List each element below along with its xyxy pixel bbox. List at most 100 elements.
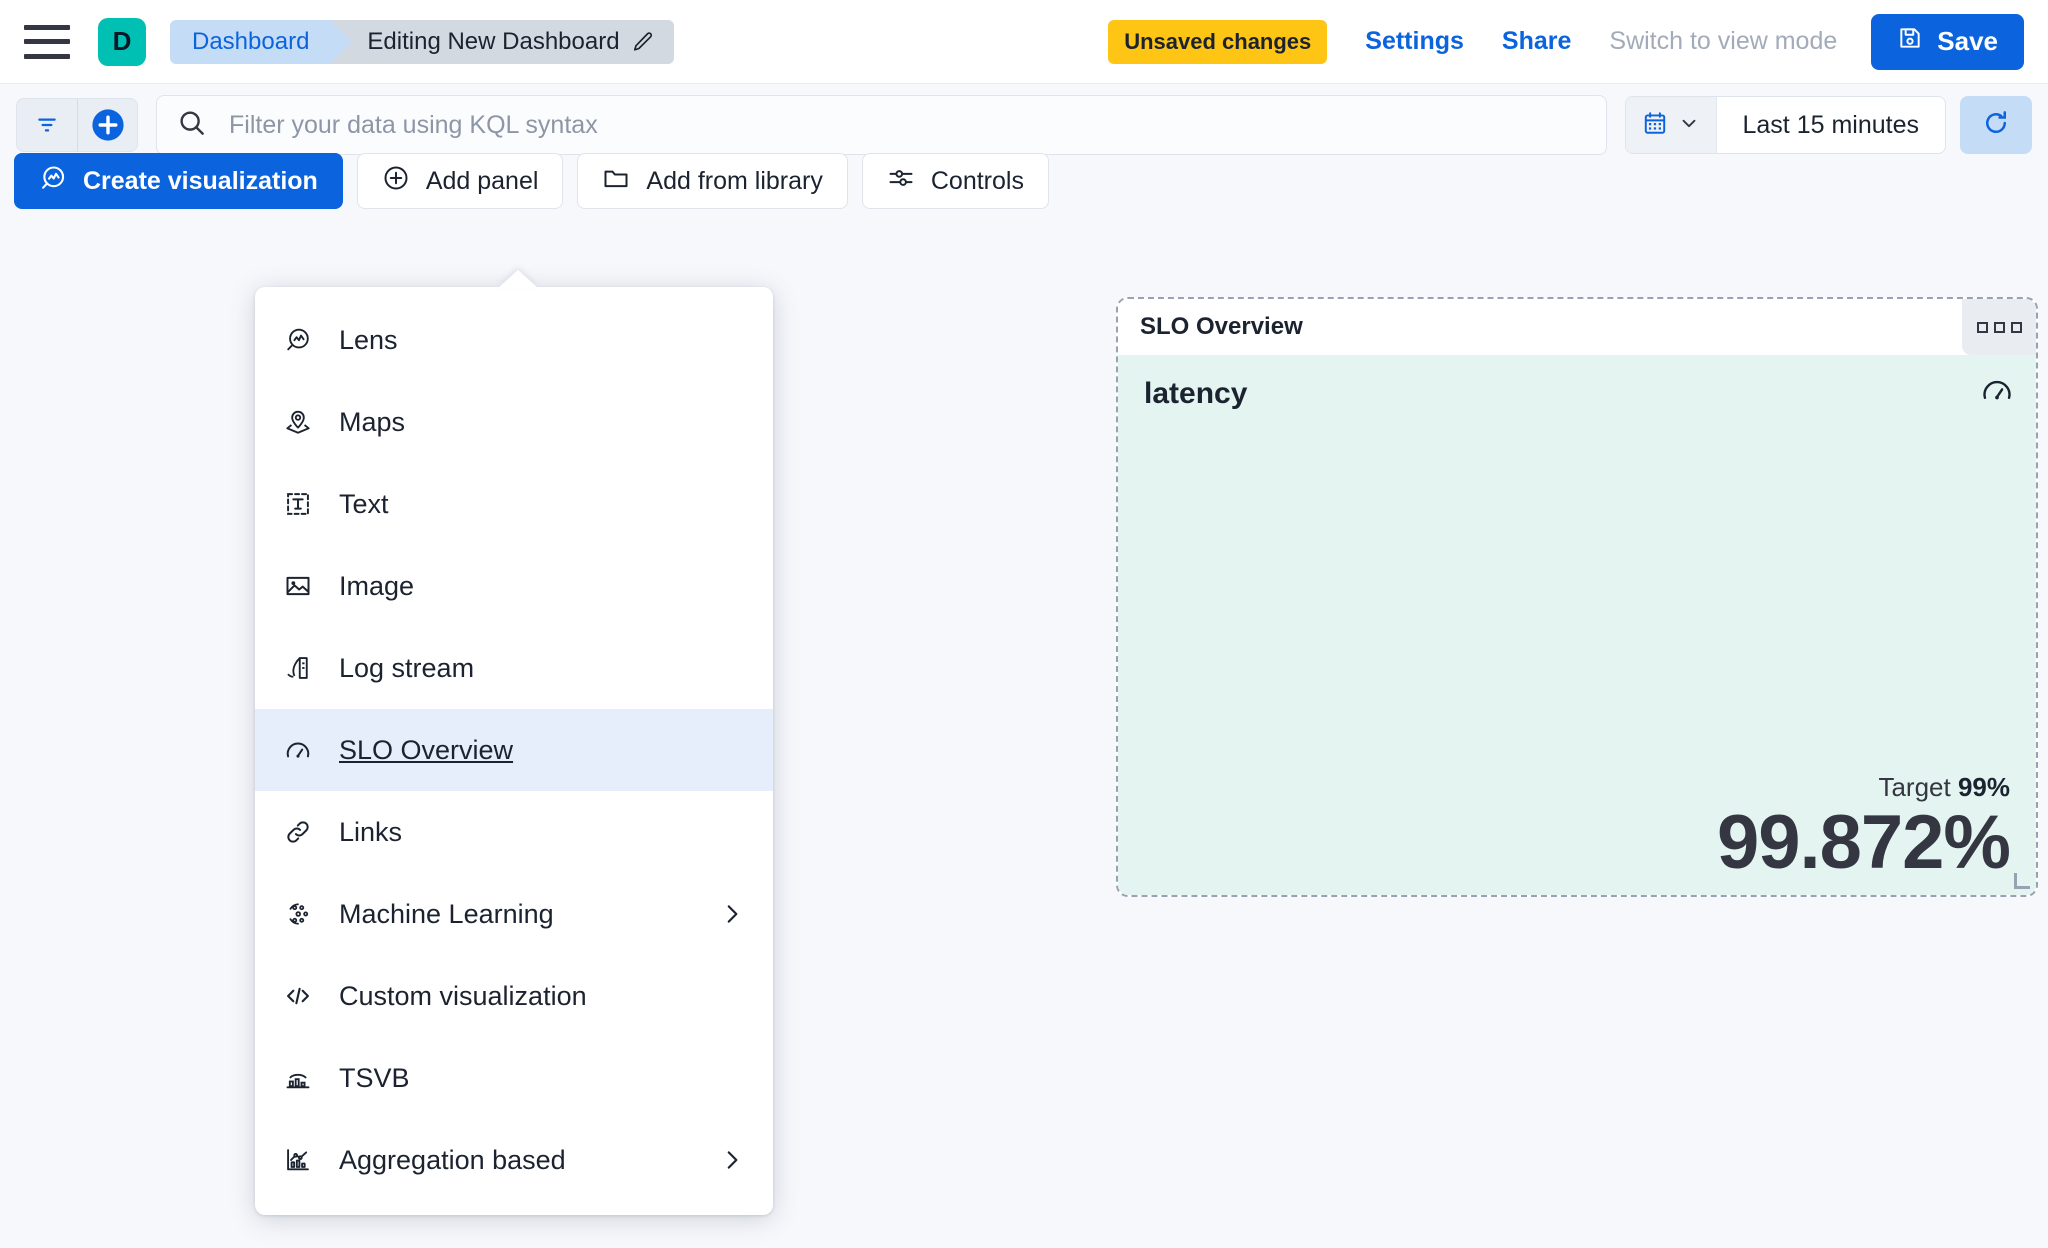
resize-handle-icon[interactable] <box>2014 873 2030 889</box>
menu-dot <box>2010 321 2022 333</box>
hamburger-icon[interactable] <box>24 24 70 59</box>
switch-to-view-mode-link[interactable]: Switch to view mode <box>1609 27 1838 55</box>
hamburger-bar <box>24 24 70 30</box>
share-link[interactable]: Share <box>1501 27 1572 55</box>
map-marker-layers-icon <box>283 407 313 437</box>
menu-item-log-stream[interactable]: Log stream <box>255 627 773 709</box>
menu-caret <box>498 270 538 288</box>
menu-item-label: SLO Overview <box>339 734 514 765</box>
menu-dot <box>1993 321 2005 333</box>
menu-item-label: Machine Learning <box>339 898 554 929</box>
refresh-button[interactable] <box>1960 96 2032 154</box>
breadcrumb: Dashboard Editing New Dashboard <box>170 19 674 64</box>
save-disk-icon <box>1897 25 1923 58</box>
add-from-library-label: Add from library <box>646 166 823 195</box>
breadcrumb-current[interactable]: Editing New Dashboard <box>331 19 674 64</box>
code-icon <box>283 981 313 1011</box>
slo-target-label: Target <box>1878 772 1951 802</box>
text-box-icon <box>283 489 313 519</box>
panel-context-menu-icon[interactable] <box>1962 299 2036 355</box>
settings-link[interactable]: Settings <box>1365 27 1464 55</box>
add-panel-label: Add panel <box>425 166 539 195</box>
slo-overview-panel[interactable]: SLO Overview latency Target 99% 99.872% <box>1116 297 2038 897</box>
save-button-label: Save <box>1937 26 1998 56</box>
add-filter-button[interactable] <box>77 99 137 151</box>
gauge-icon <box>283 735 313 765</box>
unsaved-changes-badge[interactable]: Unsaved changes <box>1108 19 1328 64</box>
menu-item-label: Maps <box>339 406 406 437</box>
menu-item-image[interactable]: Image <box>255 545 773 627</box>
filter-button-group <box>16 98 138 152</box>
aggregation-chart-icon <box>283 1145 313 1175</box>
breadcrumb-current-label: Editing New Dashboard <box>367 27 620 55</box>
time-range-display[interactable]: Last 15 minutes <box>1742 110 1920 139</box>
menu-item-machine-learning[interactable]: Machine Learning <box>255 873 773 955</box>
menu-item-links[interactable]: Links <box>255 791 773 873</box>
slo-stats: Target 99% 99.872% <box>1716 772 2011 885</box>
pencil-icon[interactable] <box>632 31 654 53</box>
refresh-icon <box>1981 108 2011 143</box>
menu-dot <box>1976 321 1988 333</box>
image-icon <box>283 571 313 601</box>
sliders-icon <box>887 164 915 199</box>
query-bar: Last 15 minutes <box>0 85 2048 165</box>
add-panel-menu: Lens Maps Text <box>255 270 773 1215</box>
machine-learning-icon <box>283 899 313 929</box>
plus-circle-icon <box>382 164 410 199</box>
menu-item-text[interactable]: Text <box>255 463 773 545</box>
menu-item-label: Log stream <box>339 652 475 683</box>
chevron-right-icon <box>719 901 745 927</box>
gauge-icon <box>1980 373 2014 412</box>
menu-item-lens[interactable]: Lens <box>255 299 773 381</box>
chevron-down-icon <box>1678 112 1700 139</box>
chevron-right-icon <box>719 1147 745 1173</box>
menu-item-label: Image <box>339 570 415 601</box>
lens-icon <box>283 325 313 355</box>
panel-header: SLO Overview <box>1118 299 2036 355</box>
app-badge-letter: D <box>112 26 132 56</box>
menu-item-maps[interactable]: Maps <box>255 381 773 463</box>
hamburger-bar <box>24 39 70 44</box>
tsvb-chart-icon <box>283 1063 313 1093</box>
date-range-picker: Last 15 minutes <box>1624 96 1946 154</box>
slo-metric-name: latency <box>1144 377 1248 410</box>
add-panel-button[interactable]: Add panel <box>356 153 564 209</box>
calendar-button[interactable] <box>1625 97 1717 153</box>
menu-item-aggregation-based[interactable]: Aggregation based <box>255 1119 773 1201</box>
app-header: D Dashboard Editing New Dashboard Unsave… <box>0 0 2048 84</box>
link-icon <box>283 817 313 847</box>
menu-item-slo-overview[interactable]: SLO Overview <box>255 709 773 791</box>
create-visualization-button[interactable]: Create visualization <box>14 153 343 209</box>
breadcrumb-dashboard-label: Dashboard <box>192 27 310 55</box>
slo-target: Target 99% <box>1717 772 2010 803</box>
search-input[interactable] <box>229 110 1586 140</box>
menu-item-custom-visualization[interactable]: Custom visualization <box>255 955 773 1037</box>
menu-item-label: Links <box>339 816 403 847</box>
add-from-library-button[interactable]: Add from library <box>577 153 848 209</box>
menu-item-label: Lens <box>339 324 398 355</box>
menu-item-label: Text <box>339 488 389 519</box>
slo-sli-value: 99.872% <box>1716 800 2011 885</box>
breadcrumb-dashboard[interactable]: Dashboard <box>170 19 353 64</box>
slo-panel-body: latency Target 99% 99.872% <box>1118 355 2036 895</box>
menu-item-label: TSVB <box>339 1062 410 1093</box>
controls-button[interactable]: Controls <box>861 153 1049 209</box>
save-button[interactable]: Save <box>1871 13 2024 70</box>
dashboard-edit-toolbar: Create visualization Add panel Add from … <box>14 153 1049 209</box>
folder-icon <box>602 164 630 199</box>
hamburger-bar <box>24 53 70 59</box>
slo-target-value: 99% <box>1957 772 2010 802</box>
app-badge[interactable]: D <box>98 17 146 66</box>
search-bar[interactable] <box>156 95 1607 155</box>
calendar-icon <box>1642 110 1668 141</box>
header-actions: Unsaved changes Settings Share Switch to… <box>1108 0 2048 84</box>
menu-item-label: Custom visualization <box>339 980 587 1011</box>
log-stream-icon <box>283 653 313 683</box>
create-visualization-label: Create visualization <box>83 166 318 195</box>
panel-title: SLO Overview <box>1140 313 1303 340</box>
menu-item-tsvb[interactable]: TSVB <box>255 1037 773 1119</box>
search-icon <box>177 108 207 143</box>
lens-icon <box>39 164 67 199</box>
controls-label: Controls <box>930 166 1024 195</box>
filter-icon[interactable] <box>17 99 77 151</box>
